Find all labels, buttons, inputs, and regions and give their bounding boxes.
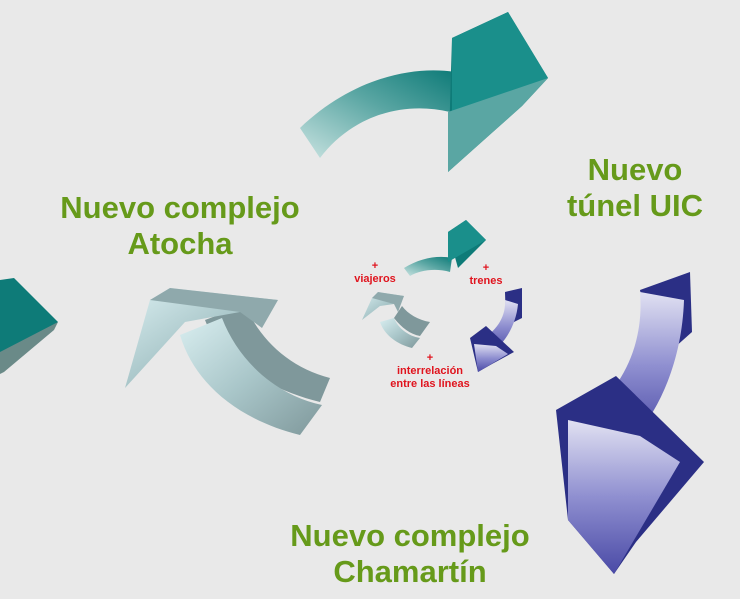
benefit-trenes-text: trenes (469, 275, 503, 288)
label-atocha: Nuevo complejo Atocha (30, 190, 330, 261)
teal-arrow-large (300, 12, 548, 172)
label-uic: Nuevo túnel UIC (540, 152, 730, 223)
label-chamartin-line1: Nuevo complejo (290, 518, 530, 553)
grey-arrow-small (362, 292, 430, 348)
benefit-trenes: + trenes (456, 262, 516, 288)
label-chamartin-line2: Chamartín (333, 553, 487, 589)
benefit-interrelacion-line1: interrelación (396, 365, 464, 378)
benefit-viajeros-sign: + (371, 260, 379, 272)
benefit-trenes-sign: + (482, 262, 490, 274)
navy-arrow-small (470, 288, 522, 372)
grey-arrow-large (125, 288, 330, 435)
label-uic-line1: Nuevo (587, 152, 683, 187)
label-atocha-line1: Nuevo complejo (60, 190, 300, 225)
benefit-viajeros: + viajeros (340, 260, 410, 286)
label-uic-line2: túnel UIC (566, 187, 704, 223)
label-chamartin: Nuevo complejo Chamartín (240, 518, 580, 589)
teal-arrow-small (404, 220, 486, 276)
benefit-viajeros-text: viajeros (354, 273, 396, 286)
benefit-interrelacion: + interrelación entre las líneas (370, 352, 490, 392)
benefit-interrelacion-line2: entre las líneas (390, 378, 470, 391)
navy-arrow-large (556, 272, 704, 574)
benefit-interrelacion-sign: + (426, 352, 434, 364)
label-atocha-line2: Atocha (127, 225, 233, 261)
teal-arrow-edge (0, 278, 58, 374)
